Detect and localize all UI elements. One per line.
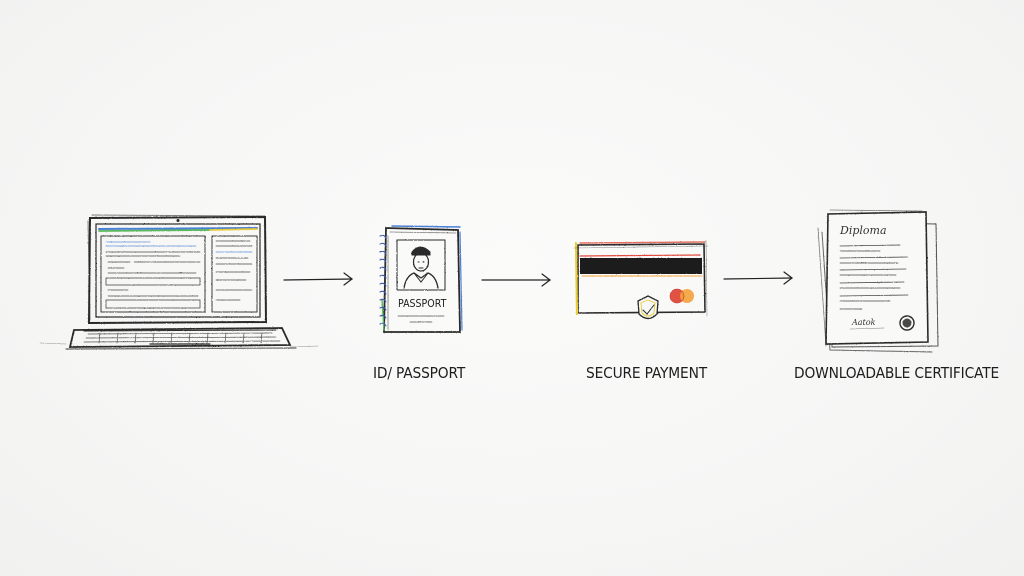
- step-label-downloadable-certificate: DOWNLOADABLE CERTIFICATE: [794, 364, 999, 382]
- passport-icon-text: PASSPORT: [398, 298, 447, 310]
- laptop-icon: [39, 214, 319, 350]
- step-label-id-passport: ID/ PASSPORT: [373, 364, 466, 382]
- flow-arrow-1: [283, 272, 353, 286]
- credit-card-icon: [573, 239, 709, 320]
- flow-arrow-2: [481, 273, 551, 287]
- passport-icon: [379, 225, 463, 333]
- certificate-icon: [817, 209, 939, 353]
- certificate-signature: Aatok: [852, 318, 876, 327]
- flow-arrow-3: [723, 271, 793, 285]
- certificate-icon-title: Diploma: [840, 224, 887, 237]
- step-label-secure-payment: SECURE PAYMENT: [586, 364, 707, 382]
